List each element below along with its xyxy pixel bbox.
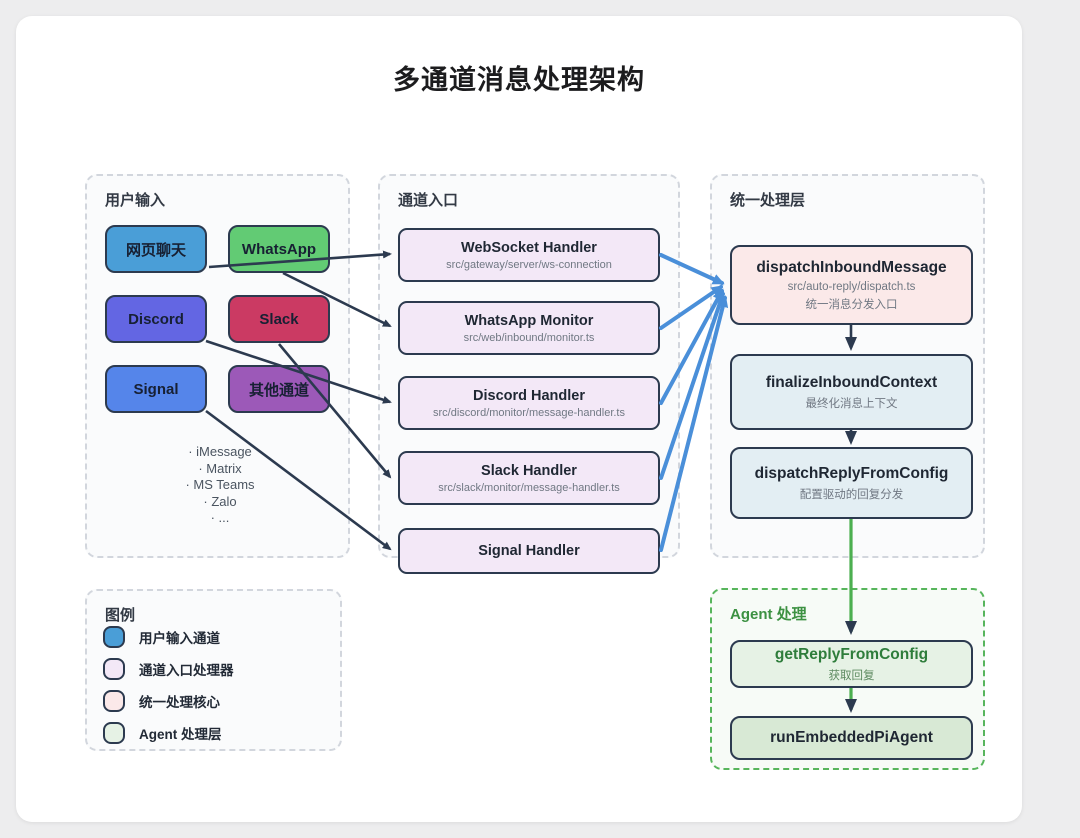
group-channel-entry-label: 通道入口	[398, 192, 459, 209]
node-title: finalizeInboundContext	[765, 373, 938, 391]
list-item: · ...	[210, 510, 230, 525]
legend-item-label: Agent 处理层	[139, 727, 222, 742]
node-dispatch-reply-from-config: dispatchReplyFromConfig 配置驱动的回复分发	[730, 447, 973, 519]
legend-swatch-blue	[103, 626, 125, 648]
list-item: · MS Teams	[185, 477, 255, 492]
channel-whatsapp: WhatsApp	[228, 225, 330, 273]
other-channel-list: · iMessage · Matrix · MS Teams · Zalo · …	[135, 444, 305, 527]
channel-webchat: 网页聊天	[105, 225, 207, 273]
group-agent-label: Agent 处理	[730, 606, 807, 623]
legend-item-channel-entry: 通道入口处理器	[103, 658, 234, 680]
legend-swatch-green	[103, 722, 125, 744]
legend-swatch-pink	[103, 690, 125, 712]
group-legend: 图例	[85, 589, 342, 751]
node-note: 配置驱动的回复分发	[799, 488, 904, 501]
channel-whatsapp-label: WhatsApp	[241, 240, 317, 258]
node-get-reply-from-config: getReplyFromConfig 获取回复	[730, 640, 973, 688]
node-note: 统一消息分发入口	[805, 298, 898, 311]
channel-other: 其他通道	[228, 365, 330, 413]
node-title: Discord Handler	[473, 387, 585, 404]
channel-discord-label: Discord	[128, 310, 184, 328]
node-title: WhatsApp Monitor	[464, 312, 594, 329]
diagram-title: 多通道消息处理架构	[393, 65, 645, 95]
list-item: · iMessage	[188, 444, 252, 459]
channel-slack: Slack	[228, 295, 330, 343]
node-title: runEmbeddedPiAgent	[770, 729, 933, 746]
legend-item-label: 统一处理核心	[139, 695, 220, 710]
node-run-embedded-pi-agent: runEmbeddedPiAgent	[730, 716, 973, 760]
legend-item-label: 通道入口处理器	[139, 663, 234, 678]
legend-item-user-input: 用户输入通道	[103, 626, 220, 648]
node-slack-handler: Slack Handler src/slack/monitor/message-…	[398, 451, 660, 505]
node-note: 获取回复	[828, 669, 875, 682]
legend-swatch-lavender	[103, 658, 125, 680]
node-signal-handler: Signal Handler	[398, 528, 660, 574]
node-finalize-inbound-context: finalizeInboundContext 最终化消息上下文	[730, 354, 973, 430]
group-user-input-label: 用户输入	[105, 192, 166, 209]
node-title: Signal Handler	[478, 543, 580, 559]
node-title: getReplyFromConfig	[774, 645, 929, 663]
list-item: · Matrix	[198, 460, 242, 476]
node-note: 最终化消息上下文	[805, 397, 898, 410]
channel-signal: Signal	[105, 365, 207, 413]
legend-item-label: 用户输入通道	[139, 631, 220, 646]
node-title: dispatchInboundMessage	[756, 258, 947, 276]
channel-discord: Discord	[105, 295, 207, 343]
node-path: src/discord/monitor/message-handler.ts	[433, 406, 625, 419]
legend-item-unified-core: 统一处理核心	[103, 690, 220, 712]
node-path: src/web/inbound/monitor.ts	[463, 331, 595, 344]
node-whatsapp-monitor: WhatsApp Monitor src/web/inbound/monitor…	[398, 301, 660, 355]
group-unified-layer-label: 统一处理层	[730, 192, 806, 209]
node-path: src/slack/monitor/message-handler.ts	[438, 481, 620, 494]
node-discord-handler: Discord Handler src/discord/monitor/mess…	[398, 376, 660, 430]
node-path: src/auto-reply/dispatch.ts	[787, 280, 916, 293]
node-path: src/gateway/server/ws-connection	[446, 258, 612, 271]
channel-signal-label: Signal	[133, 380, 179, 398]
node-title: dispatchReplyFromConfig	[754, 464, 949, 482]
channel-webchat-label: 网页聊天	[125, 241, 186, 259]
legend-label: 图例	[105, 607, 136, 624]
node-websocket-handler: WebSocket Handler src/gateway/server/ws-…	[398, 228, 660, 282]
node-title: WebSocket Handler	[461, 239, 597, 256]
node-title: Slack Handler	[481, 462, 577, 479]
legend-item-agent-layer: Agent 处理层	[103, 722, 222, 744]
list-item: · Zalo	[203, 493, 237, 509]
channel-other-label: 其他通道	[248, 381, 309, 399]
channel-slack-label: Slack	[259, 310, 299, 328]
node-dispatch-inbound-message: dispatchInboundMessage src/auto-reply/di…	[730, 245, 973, 325]
